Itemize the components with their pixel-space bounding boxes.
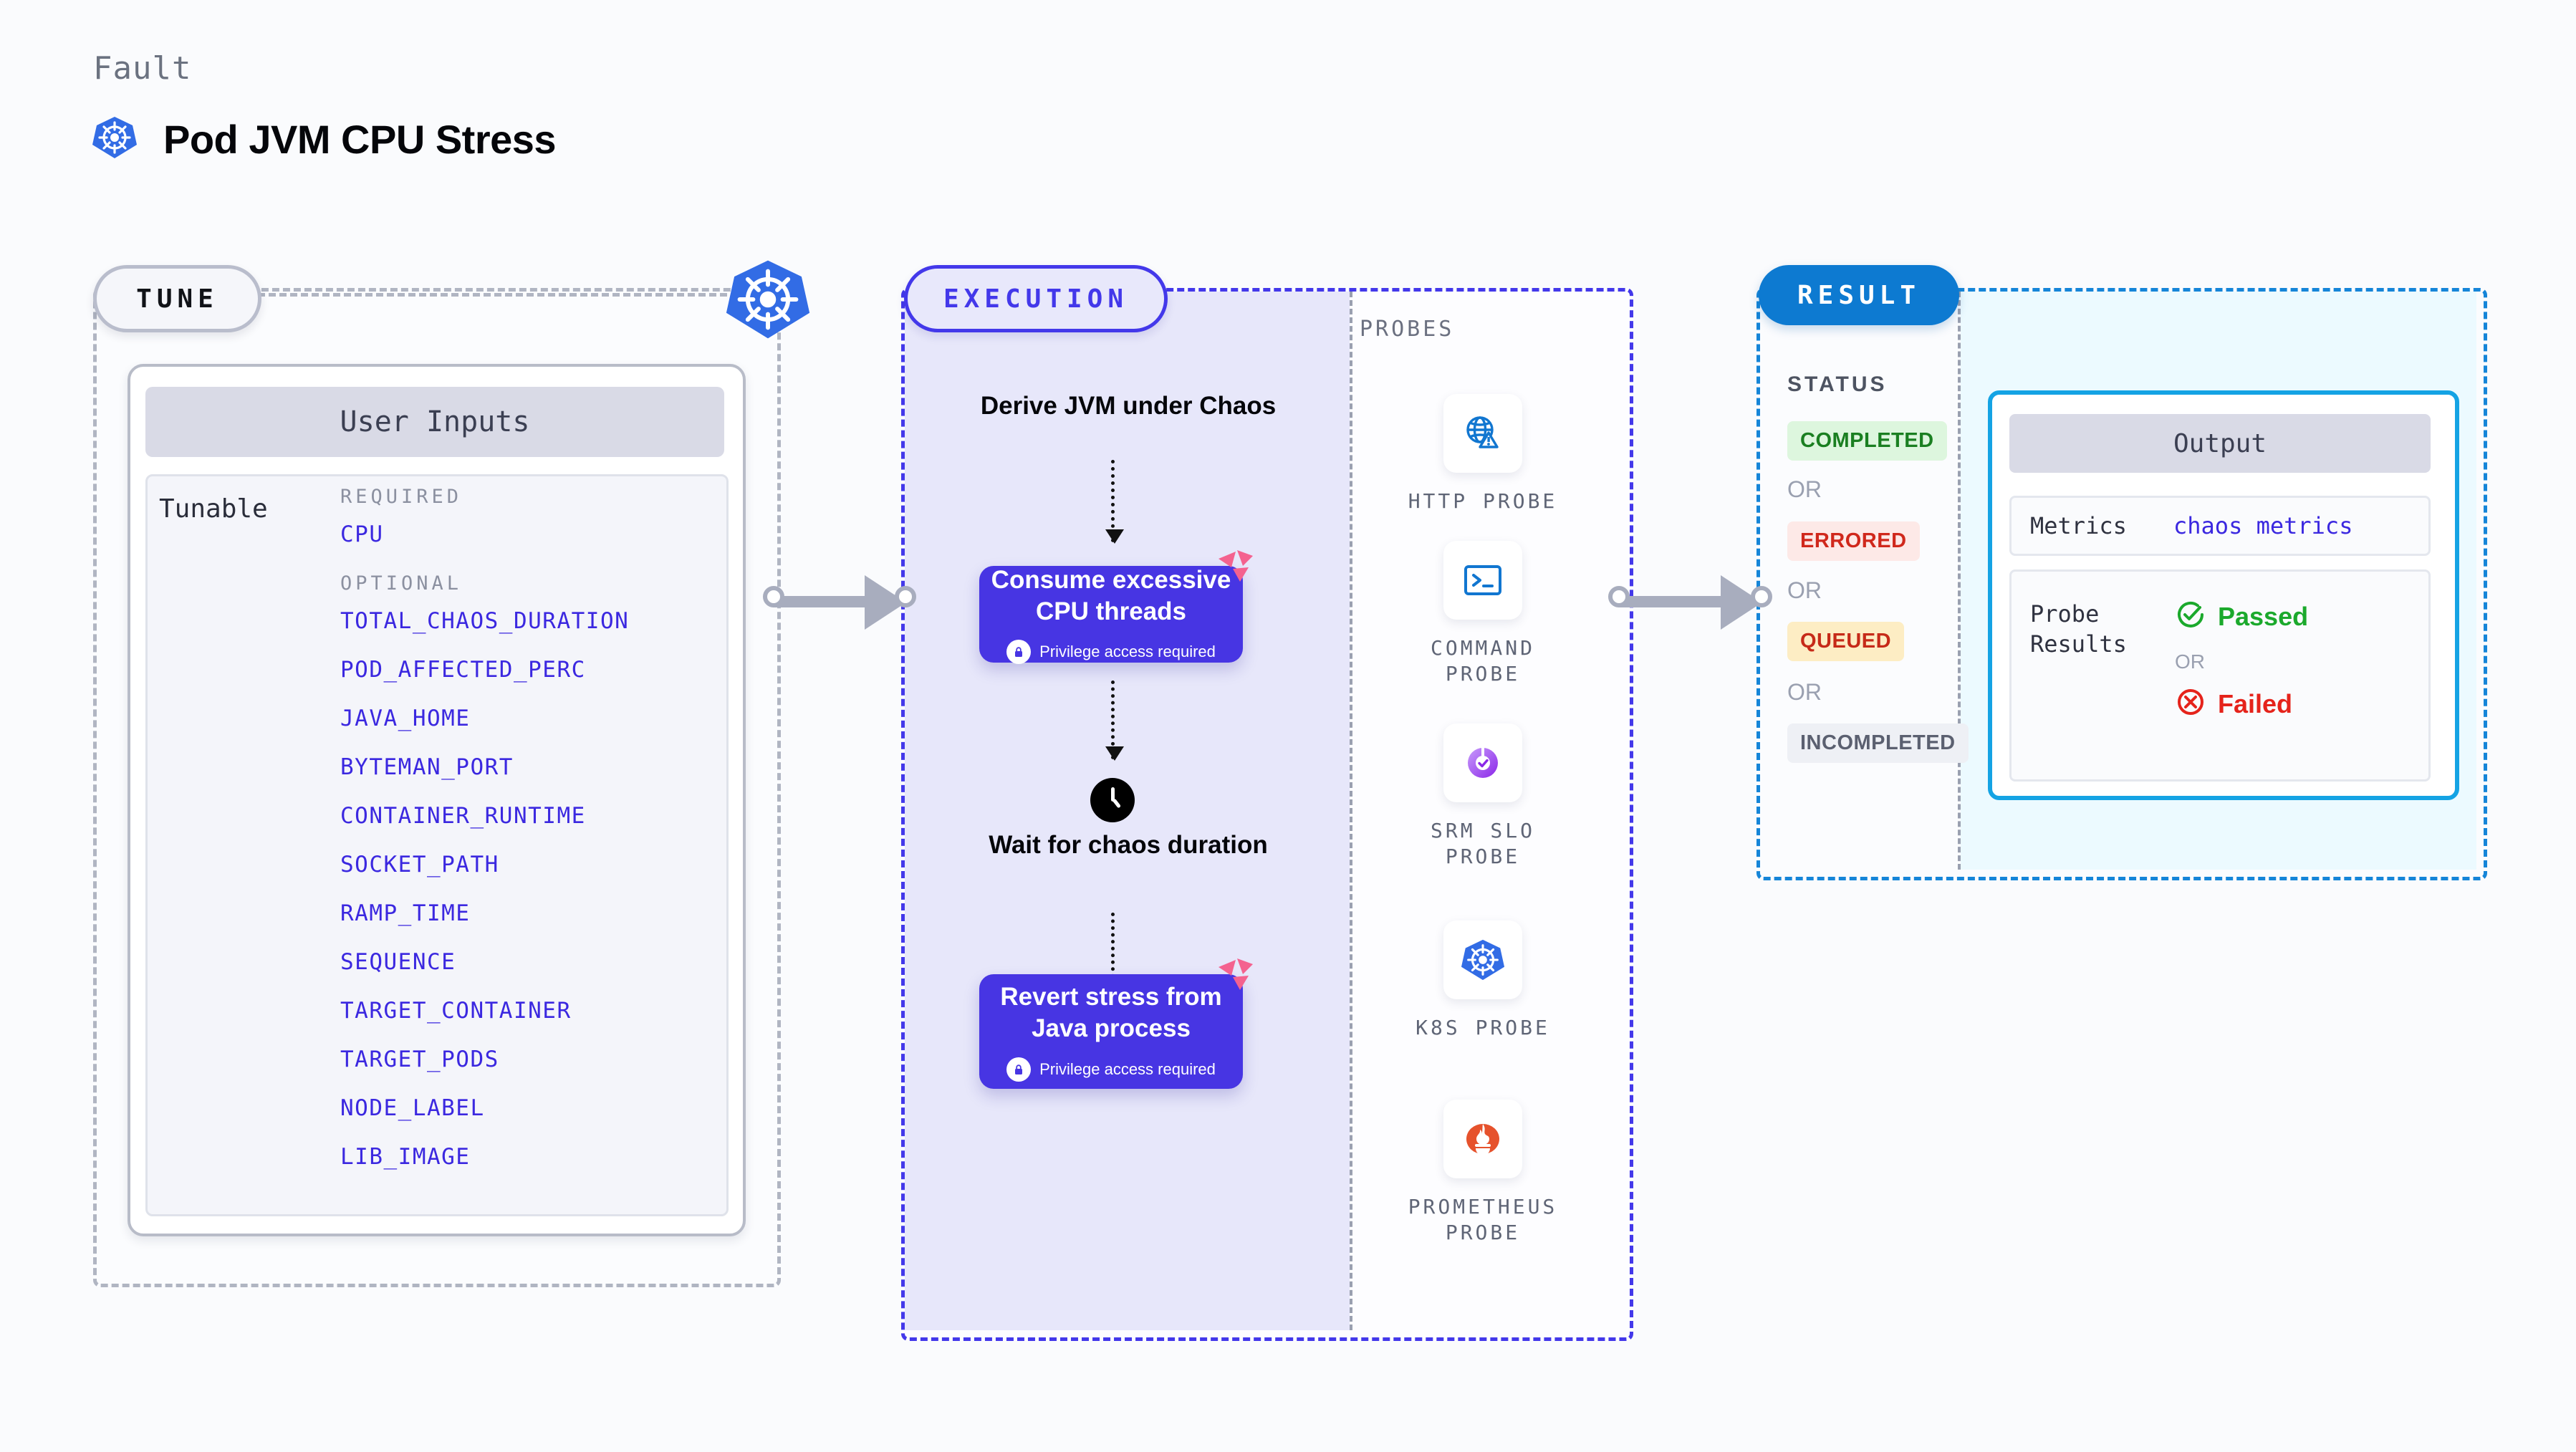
- status-badge-incompleted: INCOMPLETED: [1787, 723, 1969, 763]
- required-section-label: REQUIRED: [340, 486, 463, 508]
- param-total-chaos-duration[interactable]: TOTAL_CHAOS_DURATION: [340, 608, 630, 634]
- output-metrics-row: Metrics chaos metrics: [2009, 496, 2431, 556]
- param-node-label[interactable]: NODE_LABEL: [340, 1095, 485, 1121]
- flow-arrow-2: [1105, 681, 1124, 761]
- page-title: Pod JVM CPU Stress: [163, 117, 557, 162]
- status-or-1: OR: [1787, 577, 1822, 603]
- litmus-icon: [1216, 957, 1259, 994]
- tune-connector-line: [258, 293, 759, 297]
- result-status-column: [1760, 292, 1961, 870]
- probe-srm-slo[interactable]: SRM SLO PROBE: [1390, 723, 1576, 870]
- probe-command-label: COMMAND PROBE: [1430, 636, 1535, 686]
- param-lib-image[interactable]: LIB_IMAGE: [340, 1144, 471, 1170]
- execution-card-revert[interactable]: Revert stress from Java process Privileg…: [979, 958, 1253, 1089]
- probe-result-or: OR: [2175, 650, 2205, 673]
- probe-k8s[interactable]: K8S PROBE: [1390, 920, 1576, 1041]
- param-java-home[interactable]: JAVA_HOME: [340, 706, 471, 731]
- arrow-execution-to-result: [1608, 559, 1772, 645]
- param-pod-affected-perc[interactable]: POD_AFFECTED_PERC: [340, 657, 586, 683]
- globe-warning-icon: [1443, 394, 1522, 473]
- execution-card-consume-label: Consume excessive CPU threads: [991, 565, 1231, 625]
- param-cpu[interactable]: CPU: [340, 521, 384, 547]
- user-inputs-title-text: User Inputs: [340, 405, 530, 438]
- param-container-runtime[interactable]: CONTAINER_RUNTIME: [340, 803, 586, 829]
- flow-arrow-1: [1105, 460, 1124, 544]
- privilege-note-text: Privilege access required: [1039, 1059, 1216, 1078]
- kubernetes-icon: [1443, 920, 1522, 999]
- clock-icon: [1090, 778, 1135, 822]
- x-circle-icon: [2175, 686, 2206, 721]
- param-target-container[interactable]: TARGET_CONTAINER: [340, 998, 572, 1024]
- flow-step-derive: Derive JVM under Chaos: [980, 392, 1277, 420]
- status-label: STATUS: [1787, 372, 1888, 396]
- prometheus-torch-icon: [1443, 1100, 1522, 1178]
- privilege-note: Privilege access required: [1006, 1057, 1216, 1082]
- status-or-0: OR: [1787, 476, 1822, 502]
- probe-prometheus[interactable]: PROMETHEUS PROBE: [1390, 1100, 1576, 1246]
- lock-icon: [1006, 640, 1032, 665]
- result-pill[interactable]: RESULT: [1759, 265, 1959, 325]
- probes-label: PROBES: [1360, 317, 1455, 342]
- kubernetes-icon: [725, 256, 811, 342]
- probe-http[interactable]: HTTP PROBE: [1390, 394, 1576, 514]
- user-inputs-body: [145, 474, 729, 1216]
- kubernetes-icon: [92, 115, 138, 164]
- probe-http-label: HTTP PROBE: [1408, 489, 1558, 513]
- param-socket-path[interactable]: SOCKET_PATH: [340, 852, 499, 878]
- probe-failed-label: Failed: [2218, 688, 2293, 718]
- arrow-tune-to-execution: [763, 559, 916, 645]
- probe-result-passed: Passed: [2175, 599, 2308, 634]
- probe-result-failed: Failed: [2175, 686, 2292, 721]
- page-header: Pod JVM CPU Stress: [92, 115, 557, 164]
- param-sequence[interactable]: SEQUENCE: [340, 949, 456, 975]
- execution-pill[interactable]: EXECUTION: [904, 265, 1168, 332]
- terminal-icon: [1443, 541, 1522, 620]
- execution-card-revert-label: Revert stress from Java process: [1000, 983, 1222, 1042]
- param-ramp-time[interactable]: RAMP_TIME: [340, 900, 471, 926]
- litmus-icon: [1216, 549, 1259, 586]
- slo-donut-check-icon: [1443, 723, 1522, 802]
- probe-k8s-label: K8S PROBE: [1416, 1016, 1550, 1039]
- tune-pill[interactable]: TUNE: [93, 265, 261, 332]
- check-circle-icon: [2175, 599, 2206, 634]
- probe-passed-label: Passed: [2218, 601, 2309, 631]
- status-or-2: OR: [1787, 679, 1822, 705]
- privilege-note-text: Privilege access required: [1039, 643, 1216, 661]
- status-badge-queued: QUEUED: [1787, 622, 1905, 661]
- probes-divider: [1350, 292, 1352, 1330]
- probe-prometheus-label: PROMETHEUS PROBE: [1408, 1195, 1558, 1245]
- status-badge-completed: COMPLETED: [1787, 421, 1947, 461]
- probe-srm-slo-label: SRM SLO PROBE: [1430, 819, 1535, 869]
- param-byteman-port[interactable]: BYTEMAN_PORT: [340, 754, 514, 780]
- status-badge-errored: ERRORED: [1787, 521, 1920, 561]
- optional-param-list: TOTAL_CHAOS_DURATION POD_AFFECTED_PERC JAV…: [340, 610, 713, 1168]
- optional-section-label: OPTIONAL: [340, 572, 463, 595]
- flow-step-wait: Wait for chaos duration: [989, 831, 1268, 859]
- output-title: Output: [2009, 414, 2431, 473]
- parameter-list: REQUIRED CPU OPTIONAL TOTAL_CHAOS_DURATI…: [340, 486, 713, 1195]
- probe-command[interactable]: COMMAND PROBE: [1390, 541, 1576, 688]
- metrics-value[interactable]: chaos metrics: [2173, 512, 2353, 539]
- page-eyebrow: Fault: [93, 50, 192, 87]
- tunable-label: Tunable: [159, 494, 268, 524]
- execution-card-consume[interactable]: Consume excessive CPU threads Privilege …: [979, 550, 1253, 665]
- lock-icon: [1006, 1057, 1032, 1082]
- output-title-text: Output: [2173, 428, 2267, 458]
- user-inputs-title: User Inputs: [145, 387, 724, 457]
- param-target-pods[interactable]: TARGET_PODS: [340, 1047, 499, 1072]
- metrics-key: Metrics: [2030, 512, 2127, 539]
- privilege-note: Privilege access required: [1006, 640, 1216, 665]
- required-param-list: CPU: [340, 524, 713, 546]
